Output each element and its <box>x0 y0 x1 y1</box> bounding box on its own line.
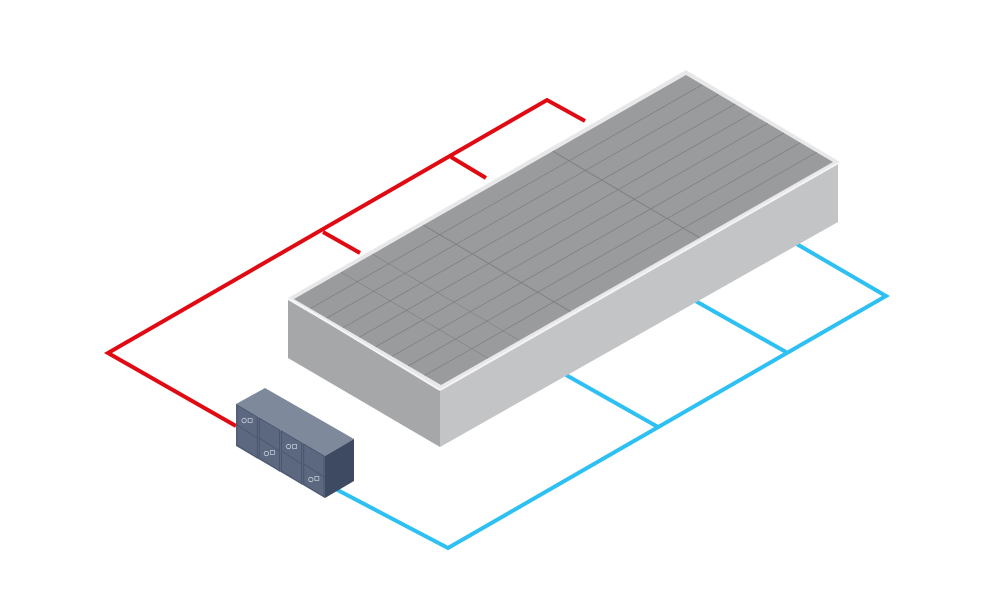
equipment-module-panel <box>258 417 280 472</box>
return-pipe-branch-near <box>565 373 659 429</box>
roof-panel-row-line <box>424 151 817 376</box>
equipment-module-divider <box>281 450 302 465</box>
gauge-icon <box>286 443 292 450</box>
control-panel-icon <box>292 444 297 449</box>
equipment-module-panel <box>281 430 303 485</box>
building-wall-left <box>288 300 440 447</box>
roof-panel-row-line <box>408 142 801 367</box>
roof-panel-row-line <box>375 122 768 348</box>
roof-module-line <box>340 271 489 359</box>
return-pipe-main <box>327 241 890 551</box>
equipment-unit-front <box>236 404 325 498</box>
roof-section-divider <box>552 150 700 239</box>
supply-pipe-branch-near <box>322 230 361 255</box>
equipment-unit-modules <box>236 404 325 498</box>
roof-panel-row-line <box>326 93 719 319</box>
gauge-icon <box>241 417 247 424</box>
roof-panel-grid <box>310 84 817 376</box>
flat-roof-building-icon <box>287 70 841 447</box>
equipment-module-panel <box>236 404 258 459</box>
building-roof-edge-highlight-left <box>287 297 441 391</box>
roof-panel-row-line <box>342 103 736 329</box>
mechanical-equipment-unit-icon <box>236 388 354 498</box>
supply-pipe-branch-far <box>449 155 488 180</box>
equipment-module-divider <box>303 463 325 478</box>
building-roof-edge-highlight <box>439 161 841 391</box>
return-piping-loop <box>327 241 890 551</box>
building-wall-right <box>440 164 838 447</box>
equipment-module-divider <box>236 424 258 439</box>
equipment-unit-top <box>236 388 354 456</box>
equipment-unit-side <box>325 439 354 498</box>
gauge-icon <box>263 450 269 457</box>
gauge-icon <box>308 476 314 483</box>
roof-module-line <box>372 253 520 341</box>
supply-piping-loop <box>103 97 586 428</box>
control-panel-icon <box>270 450 275 455</box>
equipment-module-divider <box>259 437 280 452</box>
roof-panel-row-line <box>310 84 703 309</box>
building-roof <box>294 75 833 385</box>
control-panel-icon <box>314 476 320 481</box>
roof-panel-row-line <box>391 132 785 357</box>
equipment-module-panel <box>303 443 325 498</box>
supply-pipe-main <box>103 97 586 428</box>
roof-panel-row-line <box>359 113 752 338</box>
return-pipe-branch-far <box>691 297 787 354</box>
control-panel-icon <box>247 418 253 423</box>
roof-section-divider <box>423 224 571 312</box>
